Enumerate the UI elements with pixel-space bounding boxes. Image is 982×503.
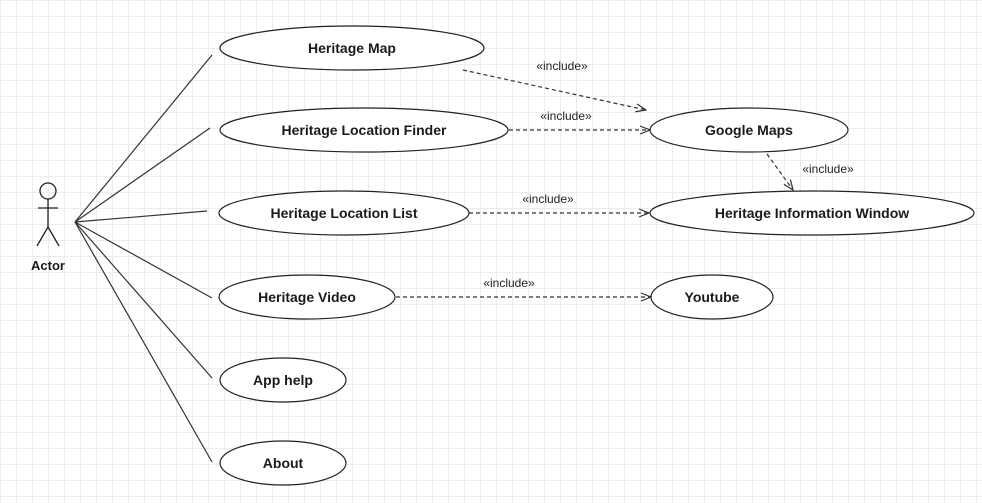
- usecase-youtube[interactable]: Youtube: [650, 274, 774, 320]
- usecase-heritage-location-finder[interactable]: Heritage Location Finder: [219, 107, 509, 153]
- usecase-heritage-video[interactable]: Heritage Video: [218, 274, 396, 320]
- usecase-heritage-map[interactable]: Heritage Map: [219, 25, 485, 71]
- actor-right-leg: [47, 226, 60, 247]
- actor-left-leg: [36, 226, 49, 247]
- usecase-heritage-information-window[interactable]: Heritage Information Window: [649, 190, 975, 236]
- usecase-app-help-label: App help: [253, 372, 313, 388]
- usecase-about[interactable]: About: [219, 440, 347, 486]
- actor-label: Actor: [31, 258, 65, 273]
- usecase-app-help[interactable]: App help: [219, 357, 347, 403]
- include-label-google-info: «include»: [802, 162, 854, 176]
- association-lines: [74, 54, 213, 463]
- usecase-youtube-label: Youtube: [685, 289, 740, 305]
- usecase-google-maps[interactable]: Google Maps: [649, 107, 849, 153]
- usecase-heritage-location-list-label: Heritage Location List: [270, 205, 417, 221]
- actor-head: [39, 182, 57, 200]
- association-about: [74, 221, 213, 463]
- association-heritage-map: [74, 54, 213, 223]
- actor-figure[interactable]: [36, 182, 60, 247]
- include-arrow-map-google: [462, 69, 646, 110]
- include-label-finder-google: «include»: [540, 109, 592, 123]
- include-dependencies: [396, 69, 793, 297]
- include-label-map-google: «include»: [536, 59, 588, 73]
- usecase-google-maps-label: Google Maps: [705, 122, 793, 138]
- usecase-heritage-location-list[interactable]: Heritage Location List: [218, 190, 470, 236]
- usecase-heritage-location-finder-label: Heritage Location Finder: [282, 122, 447, 138]
- include-label-video-youtube: «include»: [483, 276, 535, 290]
- usecase-heritage-information-window-label: Heritage Information Window: [715, 205, 909, 221]
- usecase-heritage-video-label: Heritage Video: [258, 289, 356, 305]
- include-arrow-google-info: [766, 153, 793, 190]
- usecase-about-label: About: [263, 455, 304, 471]
- association-location-finder: [74, 127, 211, 223]
- association-app-help: [74, 221, 213, 379]
- include-label-list-info: «include»: [522, 192, 574, 206]
- association-location-list: [74, 210, 208, 223]
- association-heritage-video: [74, 221, 213, 299]
- usecase-heritage-map-label: Heritage Map: [308, 40, 396, 56]
